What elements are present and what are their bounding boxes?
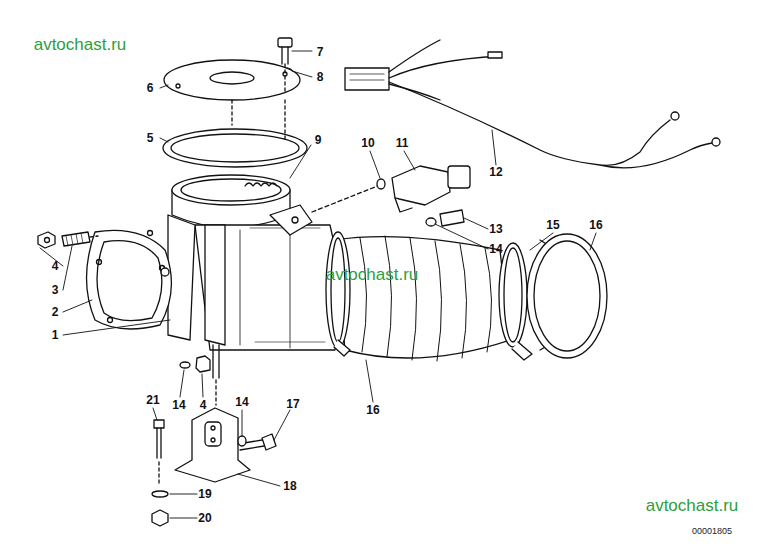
callout-number: 10 [361, 137, 374, 149]
drawing-number: 00001805 [692, 527, 732, 536]
callout-number: 7 [317, 46, 324, 58]
callout-number: 1 [52, 329, 59, 341]
callout-number: 16 [589, 219, 602, 231]
callout-number: 21 [146, 394, 159, 406]
callout-number: 8 [317, 71, 324, 83]
callout-number: 14 [172, 399, 185, 411]
callout-number: 6 [147, 82, 154, 94]
callout-number: 18 [283, 480, 296, 492]
callout-number: 4 [200, 399, 207, 411]
callout-number: 3 [52, 284, 59, 296]
callout-number: 19 [198, 488, 211, 500]
watermark: avtochast.ru [326, 266, 419, 283]
callout-number: 17 [286, 398, 299, 410]
callout-number: 20 [198, 512, 211, 524]
watermark: avtochast.ru [34, 36, 127, 53]
callout-number: 14 [489, 243, 502, 255]
callout-number: 9 [315, 134, 322, 146]
callout-number: 11 [396, 137, 409, 149]
callout-number: 5 [147, 132, 154, 144]
callout-number: 16 [366, 404, 379, 416]
callout-number: 15 [546, 219, 559, 231]
watermark: avtochast.ru [646, 497, 739, 514]
callout-number: 13 [489, 223, 502, 235]
callout-number: 2 [52, 306, 59, 318]
callout-number: 14 [235, 396, 248, 408]
callout-number: 12 [489, 166, 502, 178]
callout-number: 4 [52, 260, 59, 272]
